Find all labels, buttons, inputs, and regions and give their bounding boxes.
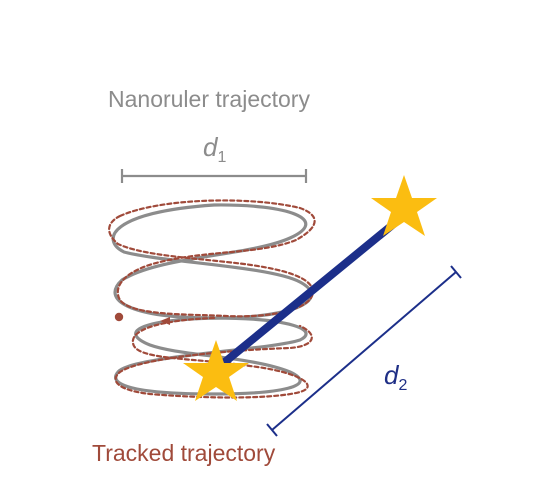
d1-subscript: 1 (217, 149, 227, 166)
star-icon (183, 340, 249, 401)
tracked-direction-arrow-icon (160, 317, 170, 325)
tracked-trajectory-label: Tracked trajectory (92, 440, 276, 466)
d1-symbol: d (203, 132, 218, 162)
d2-symbol: d (384, 360, 399, 390)
tracked-trajectory-path (108, 199, 316, 399)
nanoruler-trajectory-lower-loop (114, 316, 308, 396)
d2-subscript: 2 (398, 377, 408, 394)
nanoruler-trajectory-label: Nanoruler trajectory (108, 86, 310, 112)
star-icon (371, 175, 437, 236)
tracked-start-dot (114, 312, 124, 322)
d2-dimension-bar (266, 265, 462, 437)
nanoruler-link-bar (216, 218, 400, 370)
d2-label: d2 (384, 360, 407, 395)
d1-dimension-bar (120, 169, 308, 183)
d1-label: d1 (203, 132, 226, 167)
